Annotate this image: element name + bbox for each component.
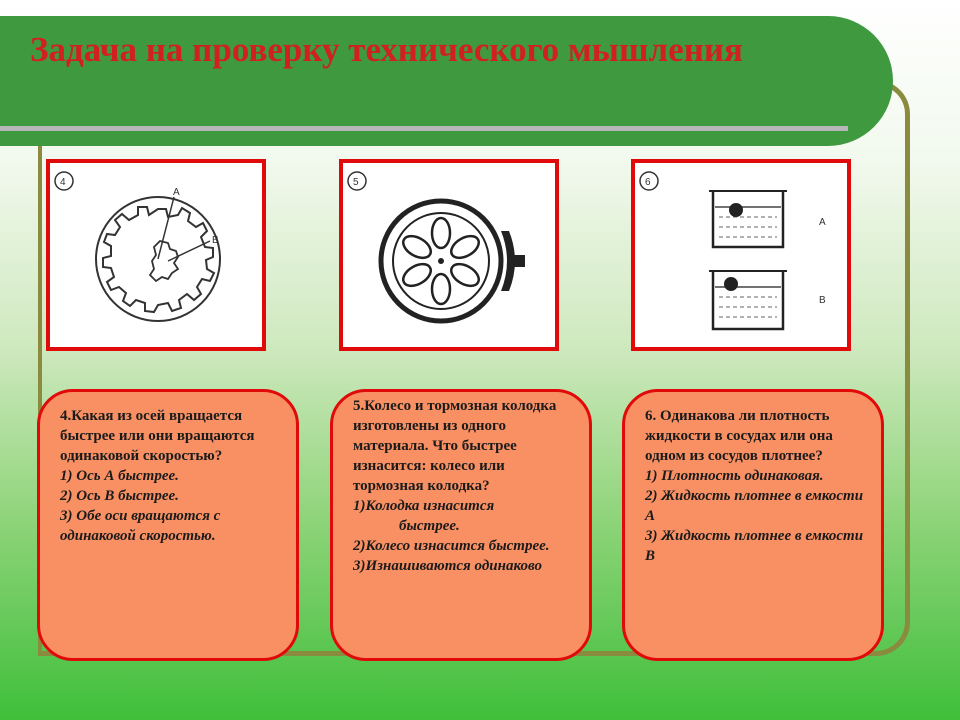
vessels-drawing: 6 A B <box>639 171 826 331</box>
answer-option-1[interactable]: 1) Ось А быстрее. <box>60 468 179 484</box>
question-card-6: 6. Одинакова ли плотность жидкости в сос… <box>622 389 884 661</box>
vessel-b-label: B <box>819 295 826 306</box>
axis-b-label: B <box>212 235 219 246</box>
question-text: 5.Колесо и тормозная колодка изготовлены… <box>353 398 557 494</box>
answer-option-3[interactable]: 3) Обе оси вращаются с одинаковой скорос… <box>60 508 221 544</box>
figure-5-wheel: 5 <box>339 159 559 351</box>
figure-4-gears: 4 A B <box>46 159 266 351</box>
figure-6-vessels: 6 A B <box>631 159 851 351</box>
answer-option-3[interactable]: 3)Изнашиваются одинаково <box>353 558 542 574</box>
question-card-4: 4.Какая из осей вращается быстрее или он… <box>37 389 299 661</box>
answer-option-2[interactable]: 2) Ось В быстрее. <box>60 488 179 504</box>
question-card-5: 5.Колесо и тормозная колодка изготовлены… <box>330 389 592 661</box>
answer-option-2[interactable]: 2) Жидкость плотнее в емкости А <box>645 488 864 524</box>
answer-option-1[interactable]: 1) Плотность одинаковая. <box>645 468 824 484</box>
question-text: 6. Одинакова ли плотность жидкости в сос… <box>645 408 833 464</box>
answer-option-2[interactable]: 2)Колесо изнасится быстрее. <box>353 538 550 554</box>
answer-option-1[interactable]: 1)Колодка изнасится <box>353 498 495 514</box>
figure-5-number: 5 <box>353 177 359 188</box>
answer-option-3[interactable]: 3) Жидкость плотнее в емкости В <box>645 528 864 564</box>
page-title: Задача на проверку технического мышления <box>30 30 743 69</box>
title-banner <box>0 16 893 146</box>
answer-option-1-cont[interactable]: быстрее. <box>399 518 460 534</box>
title-underline <box>0 126 848 131</box>
vessel-a-label: A <box>819 217 826 228</box>
question-text: 4.Какая из осей вращается быстрее или он… <box>60 408 255 464</box>
axis-a-label: A <box>173 187 180 198</box>
figure-4-number: 4 <box>60 177 66 188</box>
figure-6-number: 6 <box>645 177 651 188</box>
wheel-drawing: 5 <box>347 171 525 324</box>
gears-drawing: 4 A B <box>54 171 221 322</box>
